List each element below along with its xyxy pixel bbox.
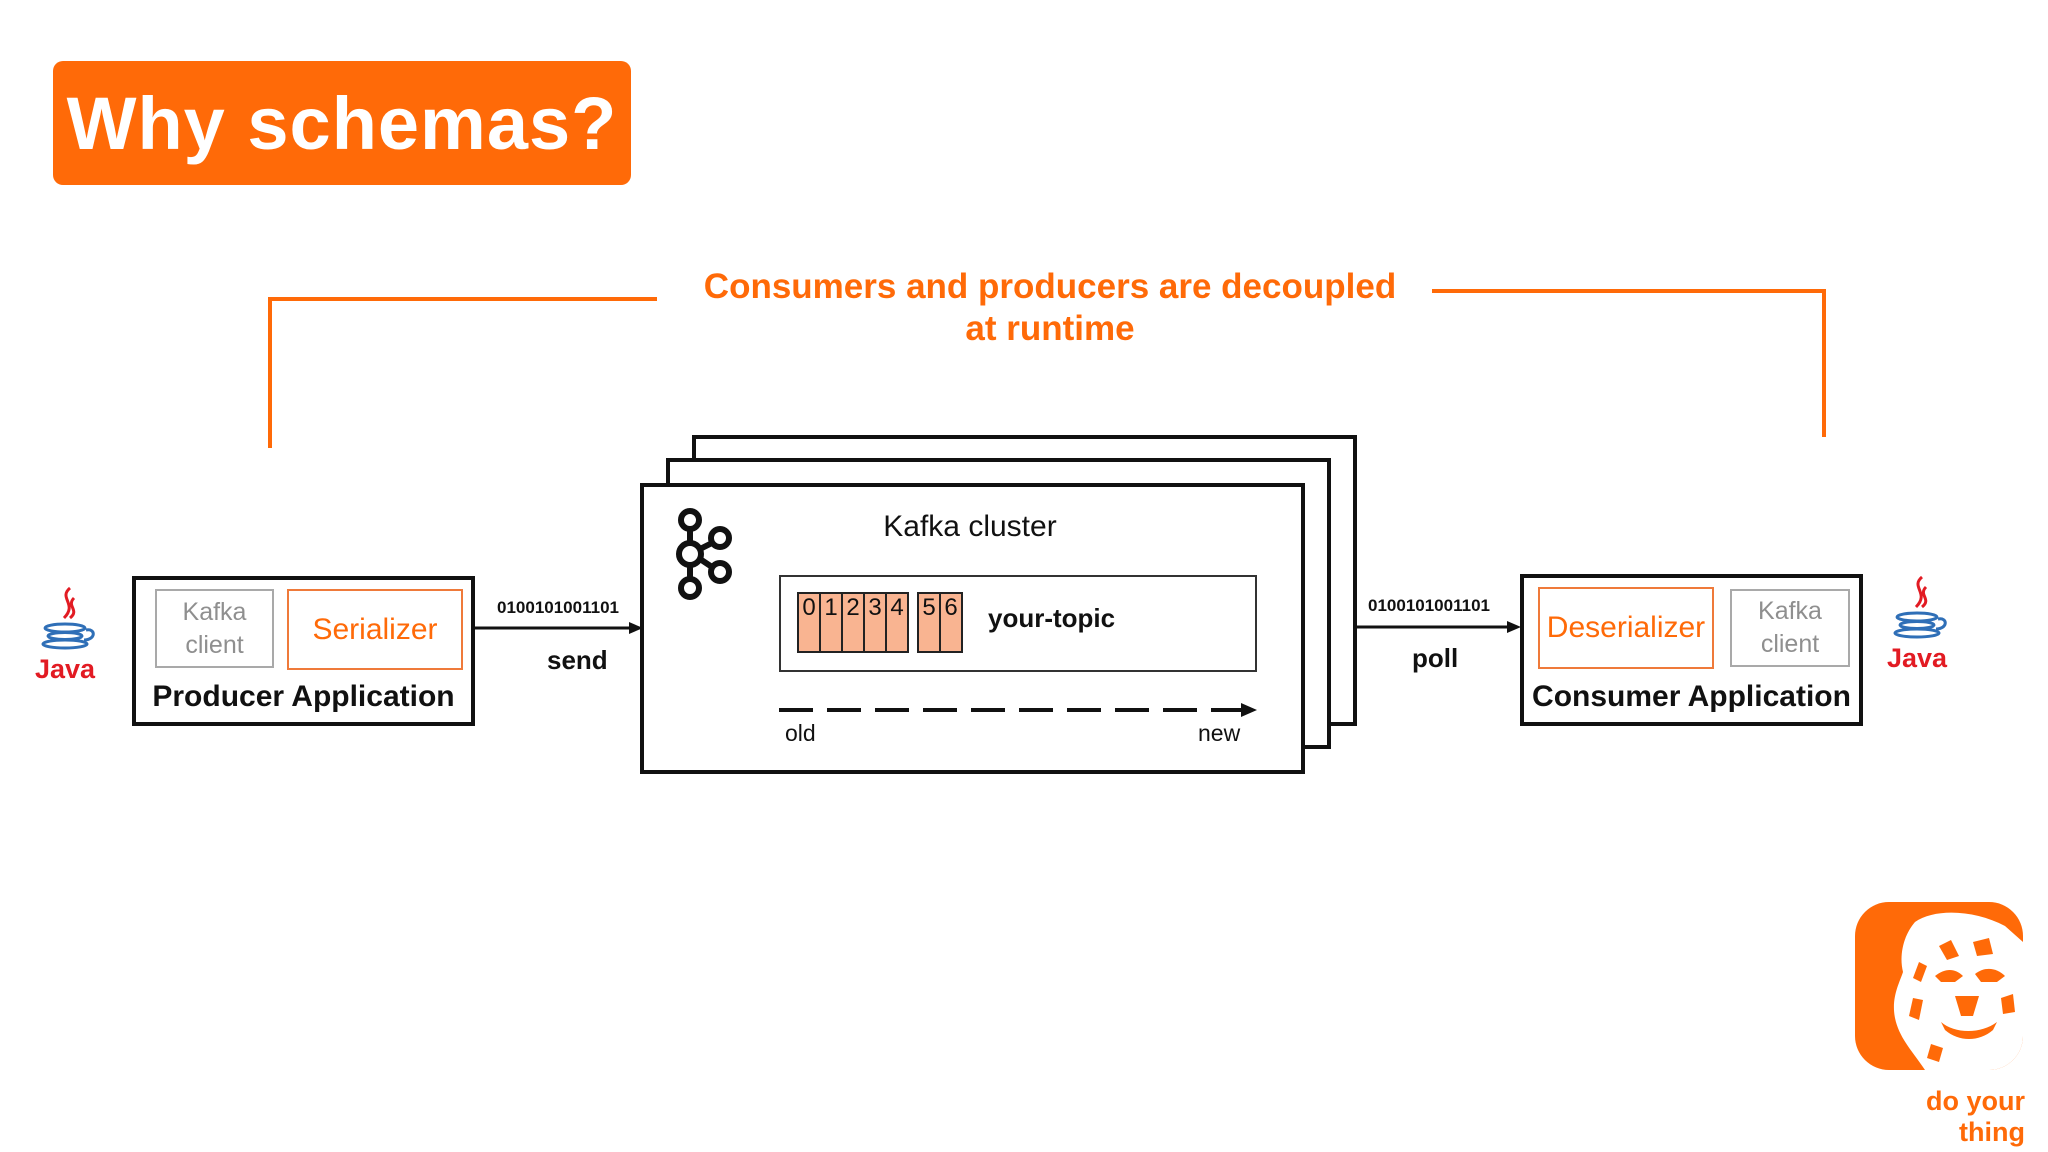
topic-name: your-topic (988, 603, 1116, 633)
timeline-old-label: old (785, 720, 816, 746)
serializer-box: Serializer (287, 589, 463, 670)
partition-4: 4 (885, 592, 909, 653)
java-wordmark: Java (1886, 643, 1948, 673)
java-wordmark: Java (34, 654, 96, 684)
producer-client-line2: client (185, 630, 244, 659)
bracket-left-vertical (268, 297, 272, 448)
consumer-client-line1: Kafka (1758, 597, 1822, 625)
bracket-left-horizontal (268, 297, 657, 301)
bracket-right-vertical (1822, 289, 1826, 437)
brand-tagline: do your thing (1926, 1086, 2025, 1147)
kafka-cluster-box (640, 483, 1305, 774)
poll-arrow (1357, 621, 1521, 633)
kafka-logo-icon (676, 508, 732, 600)
decoupled-caption: Consumers and producers are decoupled at… (700, 266, 1400, 350)
producer-application-label: Producer Application (152, 680, 455, 713)
partition-5: 5 (917, 592, 941, 653)
timeline-new-label: new (1198, 720, 1241, 746)
partition-2: 2 (841, 592, 865, 653)
java-logo-left: Java (30, 584, 100, 694)
title-badge: Why schemas? (53, 61, 631, 185)
send-bits: 0100101001101 (497, 598, 619, 617)
producer-client-line1: Kafka (182, 597, 247, 626)
kafka-cluster-title: Kafka cluster (883, 510, 1057, 543)
consumer-application-label: Consumer Application (1532, 680, 1851, 713)
consumer-kafka-client-box: Kafka client (1730, 589, 1850, 667)
consumer-client-line2: client (1760, 630, 1820, 658)
send-arrow (475, 622, 643, 634)
java-logo-right: Java (1882, 573, 1952, 683)
send-label: send (547, 645, 608, 675)
partition-1: 1 (819, 592, 843, 653)
producer-kafka-client-box: Kafka client (155, 589, 274, 668)
timeline-arrow (779, 703, 1257, 717)
java-cup-icon (41, 586, 95, 650)
ing-lion-logo (1855, 902, 2023, 1070)
deserializer-box: Deserializer (1538, 587, 1714, 669)
caption-line-1: Consumers and producers are decoupled (703, 267, 1397, 306)
java-cup-icon (1893, 575, 1947, 639)
producer-application-box (132, 576, 475, 726)
partition-0: 0 (797, 592, 821, 653)
partition-6: 6 (939, 592, 963, 653)
poll-label: poll (1412, 643, 1459, 673)
caption-line-2: at runtime (965, 309, 1135, 348)
poll-bits: 0100101001101 (1368, 596, 1490, 615)
page-title: Why schemas? (66, 81, 618, 165)
consumer-application-box (1520, 574, 1863, 726)
lion-icon (1893, 912, 2023, 1070)
bracket-right-horizontal (1432, 289, 1826, 293)
topic-box (779, 575, 1257, 672)
partition-3: 3 (863, 592, 887, 653)
